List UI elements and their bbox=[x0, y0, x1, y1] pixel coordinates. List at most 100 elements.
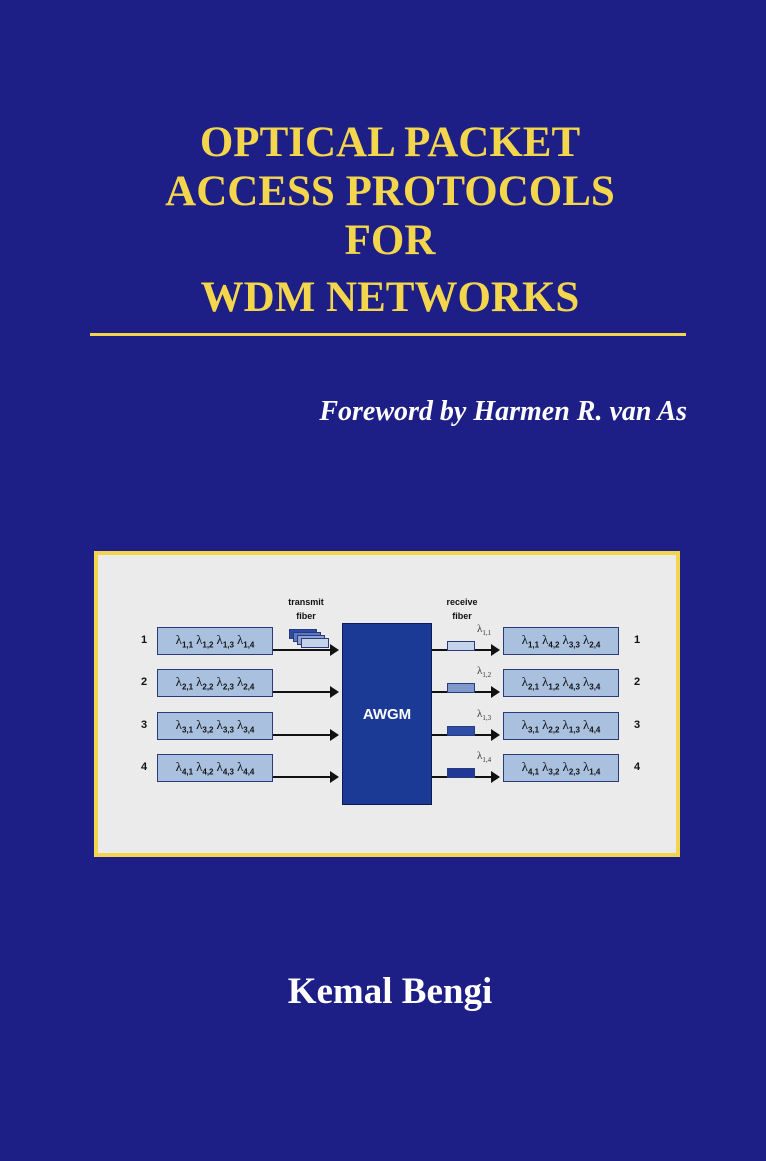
wavelength-index: 1,4 bbox=[243, 640, 255, 650]
wavelength-index: 1,2 bbox=[548, 682, 560, 692]
lambda-symbol: λ bbox=[521, 759, 528, 775]
lambda-symbol: λ bbox=[196, 717, 203, 733]
wavelength: λ3,1 bbox=[522, 717, 539, 735]
author: Kemal Bengi bbox=[287, 971, 493, 1012]
receive-packet-icon bbox=[447, 683, 475, 693]
wavelength-index: 3,2 bbox=[548, 767, 560, 777]
output-row-number: 3 bbox=[634, 719, 641, 731]
wavelength-index: 3,1 bbox=[527, 725, 540, 735]
lambda-symbol: λ bbox=[477, 750, 483, 762]
wavelength-index: 1,2 bbox=[482, 671, 492, 680]
wavelength: λ4,4 bbox=[583, 717, 600, 735]
wavelength-index: 3,3 bbox=[568, 640, 580, 650]
wavelength-index: 4,3 bbox=[222, 767, 234, 777]
wavelength-index: 1,3 bbox=[482, 714, 492, 723]
wavelength: λ1,1 bbox=[176, 632, 193, 650]
output-row-number: 1 bbox=[634, 634, 641, 646]
wavelength: λ1,4 bbox=[237, 632, 254, 650]
wavelength: λ1,4 bbox=[583, 759, 600, 777]
wavelength-index: 2,4 bbox=[589, 640, 601, 650]
lambda-symbol: λ bbox=[562, 717, 569, 733]
lambda-symbol: λ bbox=[196, 632, 203, 648]
lambda-symbol: λ bbox=[196, 759, 203, 775]
wavelength: λ2,3 bbox=[217, 674, 234, 692]
receive-label-line: receive bbox=[446, 597, 478, 607]
lambda-symbol: λ bbox=[175, 759, 182, 775]
receive-packet-icon bbox=[447, 641, 475, 651]
wavelength-index: 1,1 bbox=[482, 629, 492, 638]
wavelength: λ1,2 bbox=[542, 674, 559, 692]
input-arrow bbox=[273, 771, 339, 783]
lambda-symbol: λ bbox=[477, 665, 483, 677]
fiber-label-line: fiber bbox=[296, 611, 316, 621]
wavelength-index: 1,3 bbox=[222, 640, 234, 650]
wavelength-index: 4,2 bbox=[202, 767, 214, 777]
input-arrow bbox=[273, 644, 339, 656]
lambda-symbol: λ bbox=[542, 674, 549, 690]
wavelength: λ2,1 bbox=[522, 674, 539, 692]
wavelength-index: 2,2 bbox=[202, 682, 214, 692]
transmit-fiber-label: transmit fiber bbox=[278, 595, 334, 623]
lambda-symbol: λ bbox=[542, 759, 549, 775]
lambda-symbol: λ bbox=[562, 674, 569, 690]
lambda-symbol: λ bbox=[236, 759, 244, 775]
fiber-wavelength-label: λ1,2 bbox=[477, 665, 491, 679]
wavelength-index: 3,2 bbox=[202, 725, 214, 735]
title-line-4: WDM NETWORKS bbox=[200, 274, 580, 321]
wavelength-index: 4,3 bbox=[568, 682, 580, 692]
wavelength: λ4,4 bbox=[237, 759, 254, 777]
wavelength: λ4,3 bbox=[563, 674, 580, 692]
fiber-label-line: fiber bbox=[452, 611, 472, 621]
input-row-number: 2 bbox=[141, 676, 148, 688]
lambda-symbol: λ bbox=[542, 632, 549, 648]
output-row-number: 4 bbox=[634, 761, 641, 773]
lambda-symbol: λ bbox=[175, 674, 182, 690]
wavelength-index: 4,1 bbox=[181, 767, 194, 777]
title-line-1: OPTICAL PACKET bbox=[199, 119, 581, 166]
wavelength-index: 1,4 bbox=[482, 756, 492, 765]
lambda-symbol: λ bbox=[236, 674, 244, 690]
wavelength: λ4,3 bbox=[217, 759, 234, 777]
lambda-symbol: λ bbox=[582, 632, 590, 648]
wavelength: λ2,4 bbox=[583, 632, 600, 650]
wavelength-index: 2,1 bbox=[181, 682, 194, 692]
receive-packet-icon bbox=[447, 768, 475, 778]
title-rule bbox=[90, 333, 686, 336]
wavelength-index: 3,1 bbox=[181, 725, 194, 735]
wavelength-index: 1,4 bbox=[589, 767, 601, 777]
transmit-label-line: transmit bbox=[288, 597, 324, 607]
input-row-number: 4 bbox=[141, 761, 148, 773]
lambda-symbol: λ bbox=[542, 717, 549, 733]
wavelength: λ1,3 bbox=[217, 632, 234, 650]
input-row-number: 1 bbox=[141, 634, 148, 646]
receive-packet-icon bbox=[447, 726, 475, 736]
lambda-symbol: λ bbox=[175, 717, 182, 733]
wavelength-index: 4,1 bbox=[527, 767, 540, 777]
lambda-symbol: λ bbox=[216, 717, 223, 733]
title-line-3: FOR bbox=[344, 217, 436, 264]
wavelength-index: 1,1 bbox=[181, 640, 194, 650]
wavelength: λ3,4 bbox=[583, 674, 600, 692]
title-line-2: ACCESS PROTOCOLS bbox=[165, 168, 615, 215]
foreword: Foreword by Harmen R. van As bbox=[319, 396, 687, 427]
lambda-symbol: λ bbox=[175, 632, 182, 648]
wavelength-index: 1,1 bbox=[527, 640, 540, 650]
lambda-symbol: λ bbox=[236, 717, 244, 733]
input-row-number: 3 bbox=[141, 719, 148, 731]
lambda-symbol: λ bbox=[196, 674, 203, 690]
receive-fiber-label: receive fiber bbox=[434, 595, 490, 623]
wavelength: λ2,2 bbox=[542, 717, 559, 735]
lambda-symbol: λ bbox=[236, 632, 244, 648]
wavelength: λ2,1 bbox=[176, 674, 193, 692]
wavelength: λ3,2 bbox=[196, 717, 213, 735]
wavelength-index: 4,4 bbox=[243, 767, 255, 777]
wavelength-index: 2,1 bbox=[527, 682, 540, 692]
wavelength: λ3,3 bbox=[563, 632, 580, 650]
fiber-wavelength-label: λ1,1 bbox=[477, 623, 491, 637]
input-arrow bbox=[273, 686, 339, 698]
